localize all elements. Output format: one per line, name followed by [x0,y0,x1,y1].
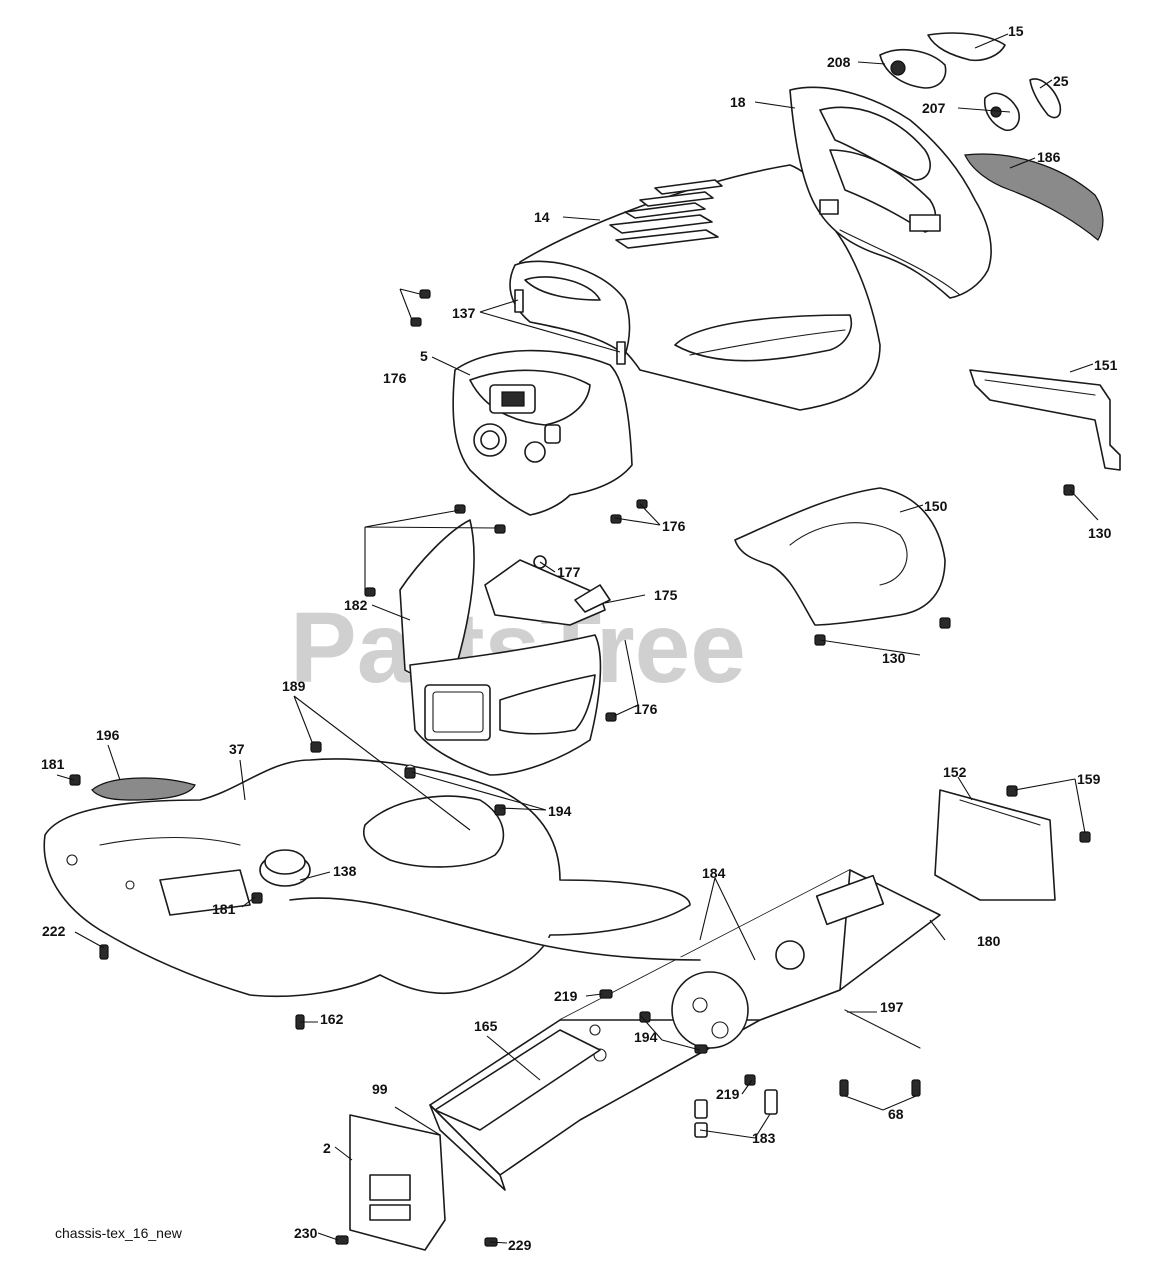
callout-5: 5 [420,348,428,364]
callout-176-a: 176 [383,370,407,386]
callout-182: 182 [344,597,368,613]
callout-152: 152 [943,764,967,780]
callout-180: 180 [977,933,1001,949]
callout-181-a: 181 [41,756,65,772]
callout-130-b: 130 [882,650,906,666]
lens-part [927,32,1062,119]
callout-37: 37 [229,741,245,757]
mesh-grille-part [964,153,1104,241]
callout-229: 229 [508,1237,532,1253]
callout-151: 151 [1094,357,1118,373]
callout-197: 197 [880,999,904,1015]
leader-lines [56,33,1099,1244]
bracket-151-part [969,369,1121,471]
callout-68: 68 [888,1106,904,1122]
callout-176-c: 176 [634,701,658,717]
deflector-part [734,487,946,626]
callout-2: 2 [323,1140,331,1156]
lower-panel-part [399,519,602,776]
badge-part [91,777,196,801]
callout-230: 230 [294,1225,318,1241]
callout-186: 186 [1037,149,1061,165]
callout-219-b: 219 [716,1086,740,1102]
callout-194-a: 194 [548,803,572,819]
callout-99: 99 [372,1081,388,1097]
callout-130-a: 130 [1088,525,1112,541]
front-bracket-part [349,1114,446,1251]
callout-177: 177 [557,564,581,580]
callout-196: 196 [96,727,120,743]
callout-219-a: 219 [554,988,578,1004]
callout-162: 162 [320,1011,344,1027]
bracket-part [484,559,611,626]
callout-14: 14 [534,209,550,225]
callout-137: 137 [452,305,476,321]
diagram-caption: chassis-tex_16_new [55,1225,183,1241]
callout-165: 165 [474,1018,498,1034]
callout-222: 222 [42,923,66,939]
callout-15: 15 [1008,23,1024,39]
callout-194-b: 194 [634,1029,658,1045]
dashboard-part [452,349,633,516]
front-grill-part [789,86,992,299]
callout-150: 150 [924,498,948,514]
callout-181-b: 181 [212,901,236,917]
hood-part [509,164,881,411]
callout-25: 25 [1053,73,1069,89]
callout-183: 183 [752,1130,776,1146]
callout-184: 184 [702,865,726,881]
callout-176-b: 176 [662,518,686,534]
side-rail-part [434,1029,601,1131]
callout-189: 189 [282,678,306,694]
callout-175: 175 [654,587,678,603]
callout-138: 138 [333,863,357,879]
callout-207: 207 [922,100,946,116]
callout-208: 208 [827,54,851,70]
fasteners [69,289,1091,1247]
hood-vents [609,179,723,249]
callout-labels: 15 208 25 18 207 186 14 137 5 176 151 17… [41,23,1118,1253]
callout-18: 18 [730,94,746,110]
callout-159: 159 [1077,771,1101,787]
chassis-frame-part [429,789,1056,1191]
